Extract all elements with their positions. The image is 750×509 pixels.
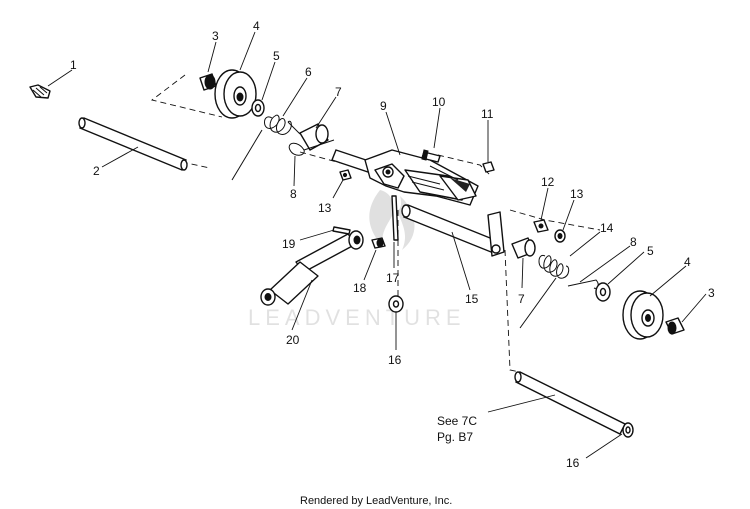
callout-12: 12 [541,175,555,189]
callout-5-top: 5 [273,49,280,63]
callout-20: 20 [286,333,300,347]
callout-3-bottom: 3 [708,286,715,300]
part-18-bushing [371,237,386,249]
callout-11: 11 [481,107,494,121]
callout-7-top: 7 [335,85,342,99]
part-16-washer-middle [388,295,404,313]
reference-note: See 7C Pg. B7 [437,414,477,444]
callout-3-top: 3 [212,29,219,43]
part-13-washer-right [554,229,566,243]
part-3-bushing-bottom [665,317,685,335]
watermark-flame-icon [369,190,415,250]
part-17-pin [391,195,399,241]
footer-credit: Rendered by LeadVenture, Inc. [300,495,452,507]
part-5-washer-top [251,99,265,117]
part-16-washer-bottom [622,422,634,438]
callout-9: 9 [380,99,387,113]
callout-6: 6 [305,65,312,79]
callout-17: 17 [386,271,400,285]
callout-7-bottom: 7 [518,292,525,306]
part-13-nut-left [339,169,352,181]
bottom-shaft [514,371,626,435]
part-3-bushing-top [199,73,217,91]
callout-1: 1 [70,58,77,72]
callout-13-left: 13 [318,201,332,215]
part-7-sleeve-top [299,123,329,151]
callout-16-bottom: 16 [566,456,580,470]
part-10-bolt [421,149,441,163]
callout-18: 18 [353,281,367,295]
leader-lines [47,31,707,459]
reference-note-line1: See 7C [437,414,477,428]
part-19-pin [332,226,351,235]
part-9-bracket [331,149,479,206]
callout-2: 2 [93,164,100,178]
part-15-cross-shaft [401,204,505,257]
part-1-bolt [29,84,51,99]
part-8-clip-bottom [567,279,599,289]
callout-8-bottom: 8 [630,235,637,249]
part-4-wheel-top [214,69,257,119]
callout-4-top: 4 [253,19,260,33]
callout-13-right: 13 [570,187,584,201]
part-20-shock [260,230,364,306]
callout-labels: 1 2 3 4 5 6 7 8 9 10 11 12 13 13 14 8 5 … [70,19,715,470]
part-14-spring [519,254,570,329]
part-7-sleeve-bottom [511,237,536,259]
part-8-clip-top [288,139,335,156]
callout-14: 14 [600,221,614,235]
part-4-wheel-bottom [622,290,664,340]
callout-5-bottom: 5 [647,244,654,258]
assembly-lines [150,74,601,373]
callout-19: 19 [282,237,296,251]
watermark-text: LEADVENTURE [248,305,466,330]
part-2-shaft [78,117,188,171]
callout-4-bottom: 4 [684,255,691,269]
part-5-washer-bottom [595,282,611,302]
callout-15: 15 [465,292,479,306]
part-6-spring [231,114,301,181]
reference-note-line2: Pg. B7 [437,430,473,444]
callout-8-top: 8 [290,187,297,201]
part-11-nut [482,161,495,173]
callout-10: 10 [432,95,446,109]
watermark: LEADVENTURE [248,190,466,330]
callout-16-middle: 16 [388,353,402,367]
part-12-nut [533,219,549,233]
